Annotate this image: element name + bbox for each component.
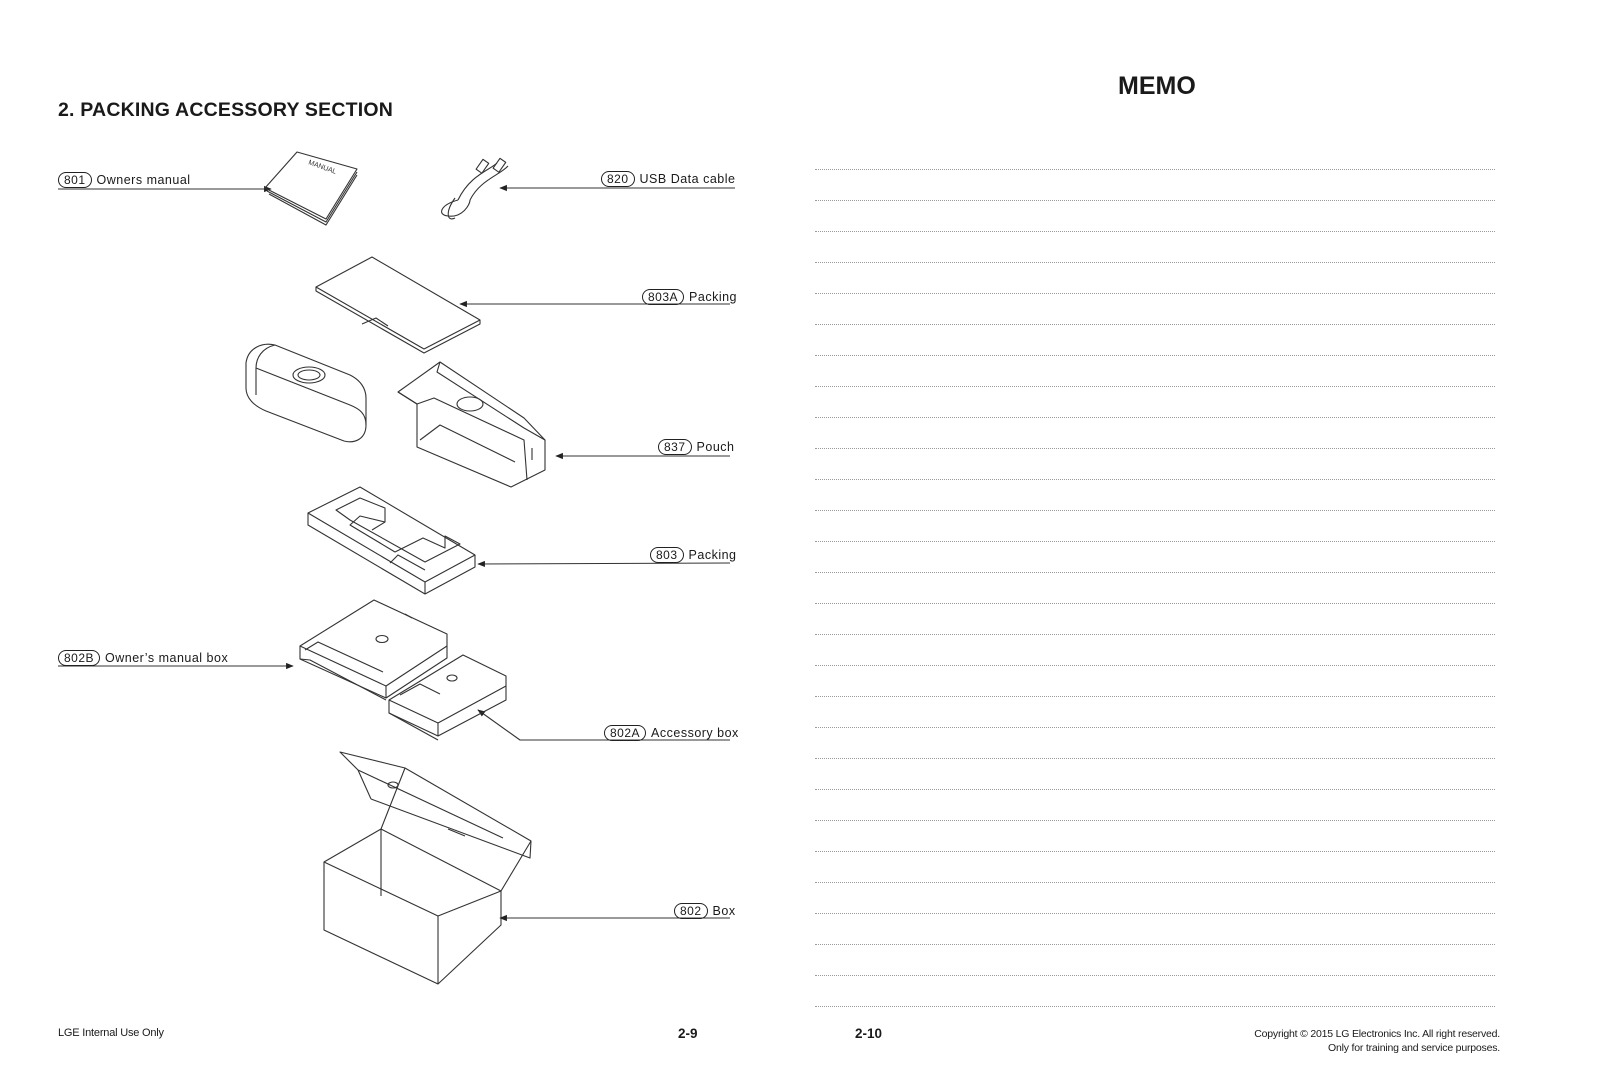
memo-line: [815, 324, 1495, 325]
copyright-line: Copyright © 2015 LG Electronics Inc. All…: [1254, 1028, 1500, 1040]
callout-code: 803A: [642, 289, 685, 305]
callout-802a-accessory-box: 802A Accessory box: [604, 725, 739, 741]
memo-line: [815, 386, 1495, 387]
memo-line: [815, 882, 1495, 883]
callout-803-packing: 803 Packing: [650, 547, 737, 563]
callout-label: Accessory box: [651, 726, 739, 740]
section-title: 2. PACKING ACCESSORY SECTION: [58, 99, 393, 121]
callout-801-owners-manual: 801 Owners manual: [58, 172, 191, 188]
memo-line: [815, 789, 1495, 790]
leader-line-803: [477, 560, 731, 568]
callout-837-pouch: 837 Pouch: [658, 439, 734, 455]
copyright-notice: Copyright © 2015 LG Electronics Inc. All…: [1254, 1027, 1500, 1055]
left-page: 2. PACKING ACCESSORY SECTION MANUAL: [0, 0, 780, 1080]
callout-code: 837: [658, 439, 692, 455]
callout-code: 801: [58, 172, 92, 188]
memo-line: [815, 975, 1495, 976]
memo-line: [815, 603, 1495, 604]
owners-manual-box-illustration: [299, 599, 448, 701]
packing-exploded-diagram: MANUAL: [58, 151, 735, 985]
memo-line: [815, 665, 1495, 666]
memo-line: [815, 355, 1495, 356]
callout-label: Owners manual: [96, 173, 191, 187]
memo-line: [815, 262, 1495, 263]
callout-code: 803: [650, 547, 684, 563]
memo-title: MEMO: [1118, 72, 1196, 100]
callout-803a-packing: 803A Packing: [642, 289, 737, 305]
memo-line: [815, 510, 1495, 511]
callout-label: USB Data cable: [639, 172, 736, 186]
callout-label: Pouch: [696, 440, 735, 454]
memo-line: [815, 448, 1495, 449]
callout-code: 802B: [58, 650, 101, 666]
callout-802b-owners-manual-box: 802B Owner’s manual box: [58, 650, 228, 666]
memo-line: [815, 293, 1495, 294]
callout-802-box: 802 Box: [674, 903, 736, 919]
pouch-illustration: [397, 361, 546, 488]
memo-line: [815, 727, 1495, 728]
speaker-illustration: [245, 343, 367, 443]
callout-code: 802A: [604, 725, 647, 741]
memo-line: [815, 479, 1495, 480]
callout-code: 802: [674, 903, 708, 919]
foam-packing-tray-illustration: [307, 486, 476, 595]
callout-code: 820: [601, 171, 635, 187]
owners-manual-illustration: MANUAL: [264, 151, 358, 226]
box-illustration: [323, 751, 532, 985]
memo-line: [815, 169, 1495, 170]
page-number: 2-10: [855, 1026, 883, 1041]
memo-line: [815, 696, 1495, 697]
memo-line: [815, 1006, 1495, 1007]
callout-label: Packing: [688, 548, 737, 562]
callout-label: Box: [712, 904, 736, 918]
memo-ruled-lines: [815, 0, 1495, 1080]
memo-line: [815, 231, 1495, 232]
memo-line: [815, 634, 1495, 635]
memo-line: [815, 417, 1495, 418]
right-page: MEMO 2-10 Copyright © 2015 LG Electronic…: [780, 0, 1600, 1080]
callout-label: Packing: [689, 290, 738, 304]
memo-line: [815, 758, 1495, 759]
footer-internal-use: LGE Internal Use Only: [58, 1027, 164, 1039]
memo-line: [815, 913, 1495, 914]
memo-line: [815, 851, 1495, 852]
accessory-box-illustration: [388, 654, 507, 741]
memo-line: [815, 200, 1495, 201]
leader-line-802a: [477, 709, 730, 741]
page-number: 2-9: [678, 1026, 698, 1041]
memo-line: [815, 820, 1495, 821]
usage-notice-line: Only for training and service purposes.: [1328, 1042, 1500, 1054]
memo-line: [815, 944, 1495, 945]
callout-820-usb-data-cable: 820 USB Data cable: [601, 171, 735, 187]
memo-line: [815, 541, 1495, 542]
memo-line: [815, 572, 1495, 573]
flat-packing-sheet-illustration: [315, 256, 481, 354]
usb-cable-illustration: [441, 157, 509, 220]
callout-label: Owner’s manual box: [105, 651, 229, 665]
